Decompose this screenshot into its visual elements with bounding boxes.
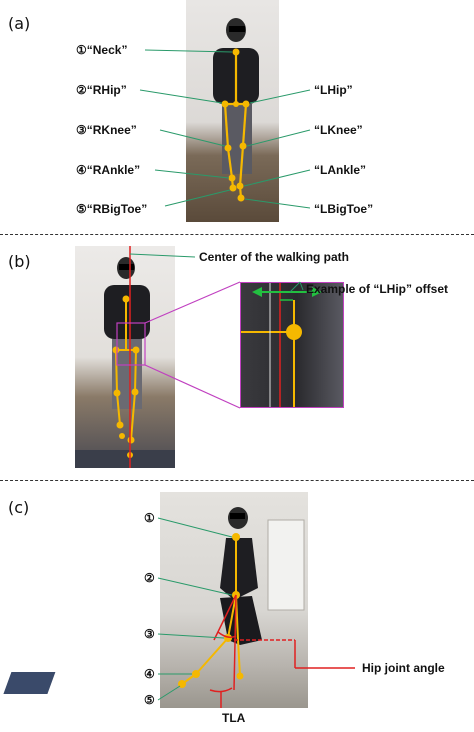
divider-bc [0,480,474,481]
zoom-inset [240,282,344,408]
c-num-2: ② [144,571,155,585]
panel-a-label: (a) [8,14,31,33]
label-lankle: “LAnkle” [314,163,367,177]
divider-ab [0,234,474,235]
label-lbigtoe: “LBigToe” [314,202,374,216]
lhip-offset-label: Example of “LHip” offset [306,282,449,296]
c-num-4: ④ [144,667,155,681]
c-num-5: ⑤ [144,693,155,707]
label-rhip: ②“RHip” [76,83,127,97]
tla-label: TLA [222,711,246,725]
label-rknee: ③“RKnee” [76,123,137,137]
panel-c-label: (c) [8,498,30,517]
label-rbigtoe: ⑤“RBigToe” [76,202,148,216]
center-path-label: Center of the walking path [199,250,350,264]
panel-b-label: (b) [8,252,31,271]
label-lknee: “LKnee” [314,123,363,137]
c-num-3: ③ [144,627,155,641]
label-lhip: “LHip” [314,83,353,97]
c-num-1: ① [144,511,155,525]
label-neck: ①“Neck” [76,43,128,57]
label-rankle: ④“RAnkle” [76,163,141,177]
hip-joint-angle-label: Hip joint angle [362,661,445,675]
